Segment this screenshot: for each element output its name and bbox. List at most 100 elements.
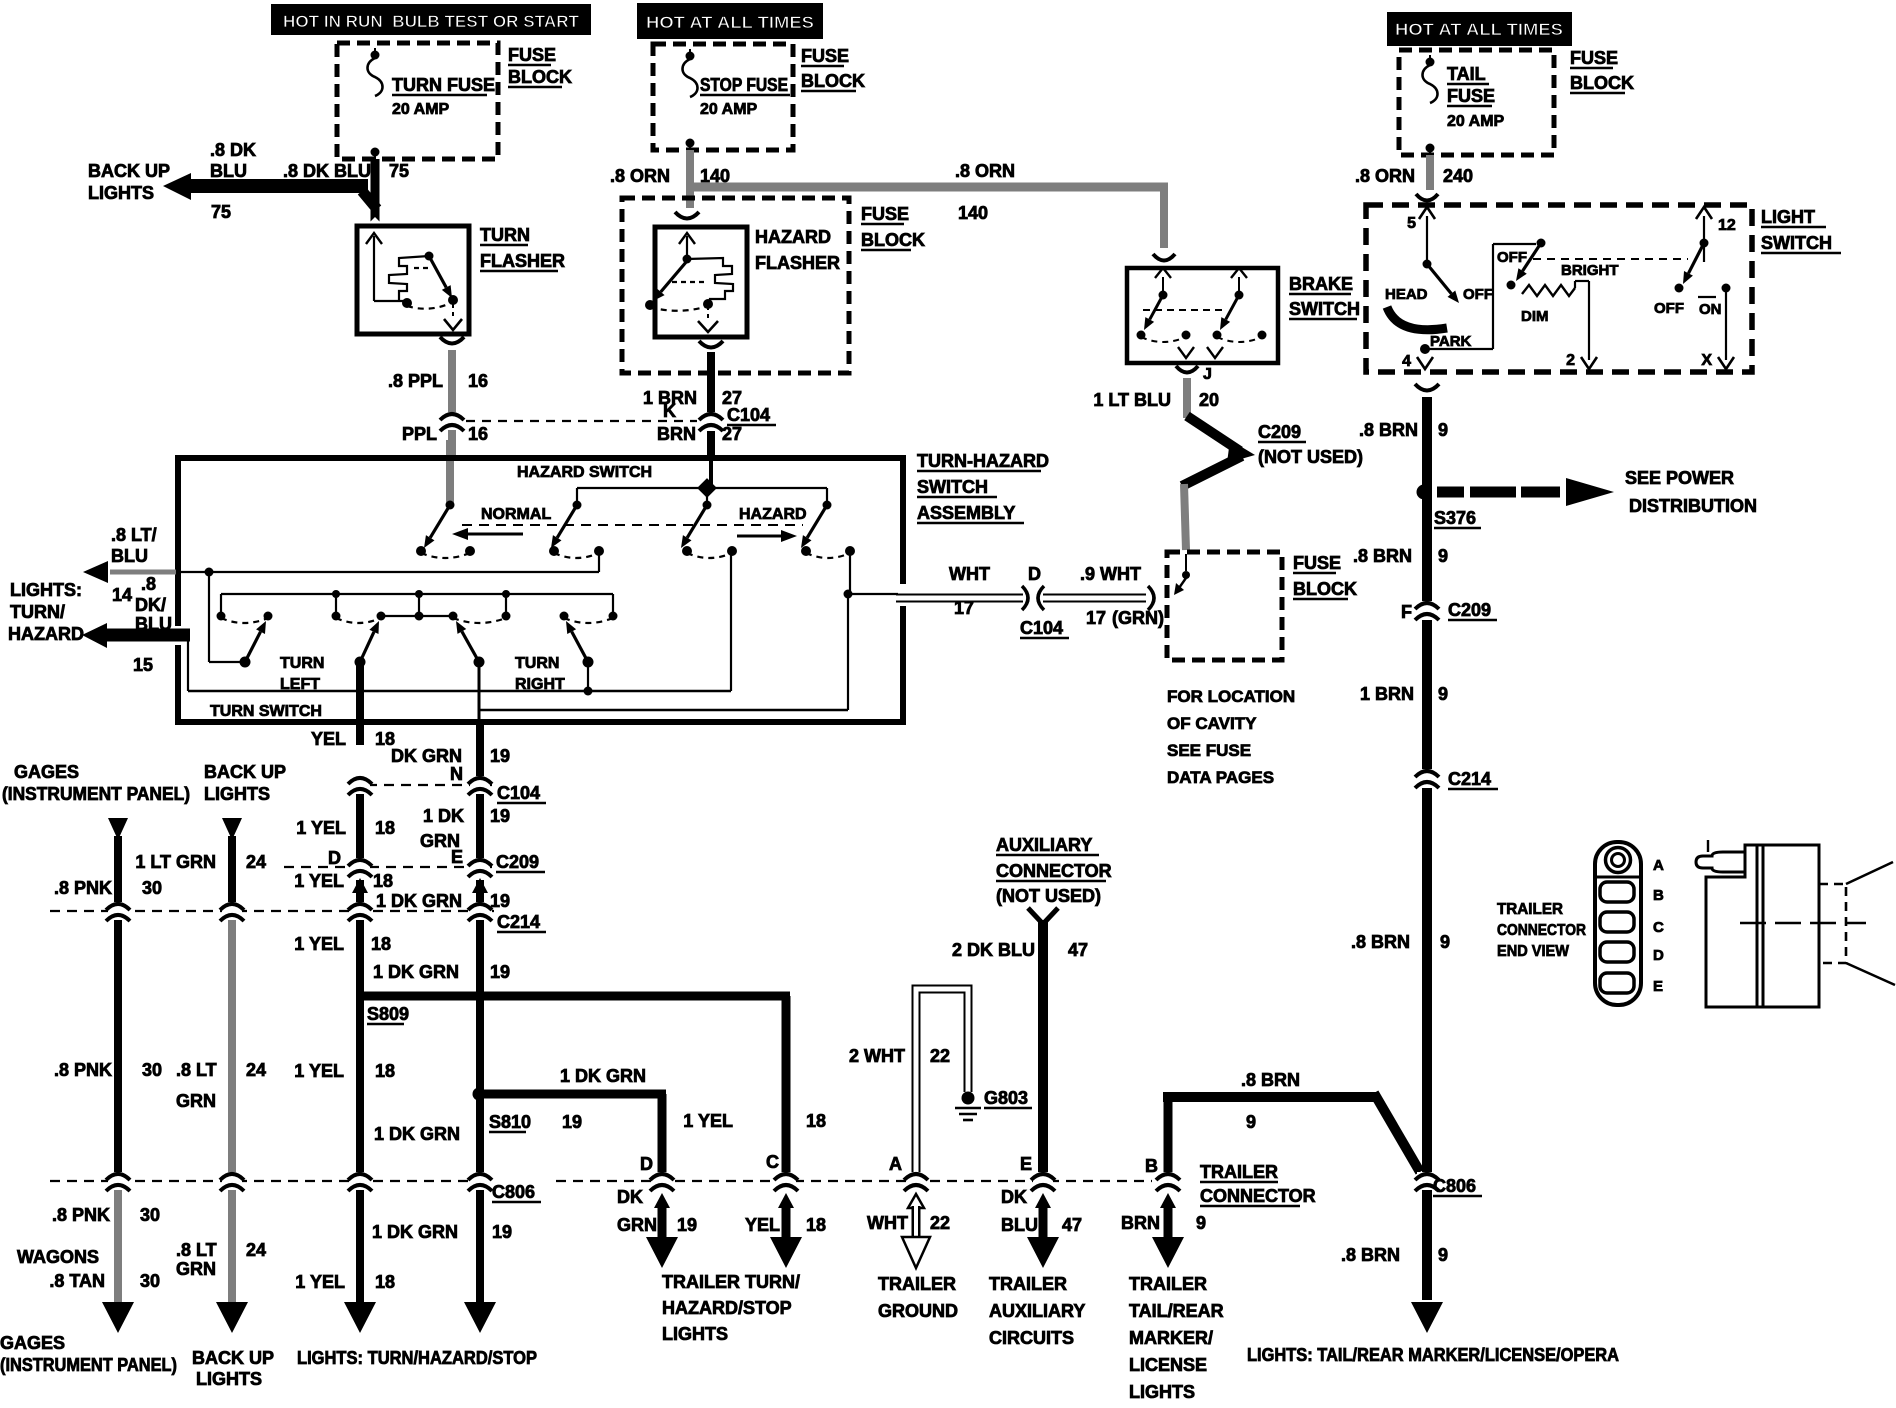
- svg-text:DK GRN: DK GRN: [391, 746, 462, 766]
- svg-text:.9 WHT: .9 WHT: [1080, 564, 1141, 584]
- svg-text:(INSTRUMENT PANEL): (INSTRUMENT PANEL): [0, 1355, 177, 1375]
- svg-text:GRN: GRN: [176, 1259, 216, 1279]
- svg-text:DK: DK: [1001, 1187, 1027, 1207]
- svg-text:CONNECTOR: CONNECTOR: [1200, 1186, 1316, 1206]
- svg-text:RIGHT: RIGHT: [515, 676, 565, 693]
- svg-text:ON: ON: [1699, 301, 1722, 318]
- svg-text:GRN: GRN: [617, 1215, 657, 1235]
- svg-text:17: 17: [954, 598, 974, 618]
- svg-text:140: 140: [700, 166, 730, 186]
- svg-text:LIGHTS: TAIL/REAR MARKER/LICEN: LIGHTS: TAIL/REAR MARKER/LICENSE/OPERA: [1247, 1345, 1619, 1365]
- svg-text:CONNECTOR: CONNECTOR: [996, 861, 1112, 881]
- svg-text:9: 9: [1246, 1112, 1256, 1132]
- svg-text:.8 BRN: .8 BRN: [1353, 546, 1412, 566]
- svg-text:.8 DK BLU: .8 DK BLU: [283, 161, 371, 181]
- svg-text:.8 ORN: .8 ORN: [610, 166, 670, 186]
- svg-text:20 AMP: 20 AMP: [1447, 113, 1505, 130]
- svg-text:.8 BRN: .8 BRN: [1341, 1245, 1400, 1265]
- svg-text:18: 18: [375, 1061, 395, 1081]
- svg-text:ASSEMBLY: ASSEMBLY: [917, 503, 1015, 523]
- svg-text:WHT: WHT: [867, 1213, 908, 1233]
- svg-text:9: 9: [1438, 1245, 1448, 1265]
- svg-text:DATA PAGES: DATA PAGES: [1167, 768, 1274, 787]
- svg-text:TURN: TURN: [280, 655, 324, 672]
- svg-text:(NOT USED): (NOT USED): [1258, 447, 1363, 467]
- svg-text:BACK UP: BACK UP: [192, 1348, 274, 1368]
- svg-text:S810: S810: [489, 1112, 531, 1132]
- svg-text:17: 17: [1086, 608, 1106, 628]
- svg-text:240: 240: [1443, 166, 1473, 186]
- svg-text:C214: C214: [497, 912, 540, 932]
- svg-text:1 DK GRN: 1 DK GRN: [372, 1222, 458, 1242]
- svg-text:GROUND: GROUND: [878, 1301, 958, 1321]
- svg-text:B: B: [1145, 1156, 1158, 1176]
- svg-text:HAZARD: HAZARD: [755, 227, 831, 247]
- svg-text:BLU: BLU: [111, 546, 148, 566]
- svg-text:TRAILER TURN/: TRAILER TURN/: [662, 1272, 800, 1292]
- svg-text:.8 PNK: .8 PNK: [54, 1060, 112, 1080]
- svg-text:C: C: [766, 1152, 779, 1172]
- svg-text:E: E: [1653, 978, 1663, 995]
- svg-text:TRAILER: TRAILER: [989, 1274, 1067, 1294]
- svg-text:19: 19: [490, 806, 510, 826]
- svg-text:1 DK GRN: 1 DK GRN: [376, 891, 462, 911]
- svg-text:BRAKE: BRAKE: [1289, 274, 1353, 294]
- svg-text:FUSE: FUSE: [1447, 86, 1495, 106]
- svg-text:1 LT GRN: 1 LT GRN: [135, 852, 216, 872]
- svg-text:.8 BRN: .8 BRN: [1351, 932, 1410, 952]
- svg-text:18: 18: [371, 934, 391, 954]
- svg-text:1 YEL: 1 YEL: [683, 1111, 733, 1131]
- svg-text:HAZARD: HAZARD: [8, 624, 84, 644]
- svg-text:LIGHTS: LIGHTS: [196, 1369, 262, 1389]
- svg-text:CONNECTOR: CONNECTOR: [1497, 922, 1586, 939]
- svg-text:19: 19: [492, 1222, 512, 1242]
- svg-text:LICENSE: LICENSE: [1129, 1355, 1207, 1375]
- svg-text:C806: C806: [492, 1182, 535, 1202]
- svg-text:19: 19: [490, 746, 510, 766]
- svg-text:1 YEL: 1 YEL: [296, 818, 346, 838]
- svg-text:LIGHTS: TURN/HAZARD/STOP: LIGHTS: TURN/HAZARD/STOP: [297, 1348, 537, 1368]
- svg-text:75: 75: [211, 202, 231, 222]
- svg-text:.8 BRN: .8 BRN: [1359, 420, 1418, 440]
- svg-text:E: E: [1020, 1154, 1032, 1174]
- svg-text:AUXILIARY: AUXILIARY: [989, 1301, 1085, 1321]
- svg-text:18: 18: [806, 1111, 826, 1131]
- svg-text:.8 LT/: .8 LT/: [111, 525, 157, 545]
- svg-text:D: D: [1028, 564, 1041, 584]
- svg-text:FUSE: FUSE: [861, 204, 909, 224]
- svg-text:S809: S809: [367, 1004, 409, 1024]
- svg-text:TRAILER: TRAILER: [1200, 1162, 1278, 1182]
- svg-text:C209: C209: [496, 852, 539, 872]
- svg-text:.8 DK: .8 DK: [210, 140, 256, 160]
- svg-text:E: E: [451, 847, 463, 867]
- svg-text:FUSE: FUSE: [508, 45, 556, 65]
- svg-text:BACK UP: BACK UP: [204, 762, 286, 782]
- svg-text:DK: DK: [617, 1187, 643, 1207]
- svg-text:.8 BRN: .8 BRN: [1241, 1070, 1300, 1090]
- svg-text:TRAILER: TRAILER: [878, 1274, 956, 1294]
- svg-text:TURN SWITCH: TURN SWITCH: [210, 703, 322, 720]
- svg-text:TRAILER: TRAILER: [1497, 901, 1563, 918]
- svg-text:DK/: DK/: [135, 595, 166, 615]
- svg-text:(NOT USED): (NOT USED): [996, 886, 1101, 906]
- svg-text:OF CAVITY: OF CAVITY: [1167, 714, 1257, 733]
- svg-text:1 YEL: 1 YEL: [294, 1061, 344, 1081]
- svg-text:18: 18: [373, 871, 393, 891]
- svg-text:HOT AT ALL TIMES: HOT AT ALL TIMES: [646, 13, 814, 32]
- svg-text:15: 15: [133, 655, 153, 675]
- svg-text:16: 16: [468, 424, 488, 444]
- svg-text:GAGES: GAGES: [14, 762, 79, 782]
- svg-text:A: A: [889, 1154, 902, 1174]
- svg-text:2 DK BLU: 2 DK BLU: [952, 940, 1035, 960]
- svg-text:27: 27: [722, 424, 742, 444]
- svg-text:14: 14: [112, 585, 132, 605]
- svg-text:19: 19: [490, 891, 510, 911]
- svg-text:.8 TAN: .8 TAN: [49, 1271, 105, 1291]
- svg-text:AUXILIARY: AUXILIARY: [996, 835, 1092, 855]
- svg-text:24: 24: [246, 852, 266, 872]
- svg-text:D: D: [1653, 947, 1664, 964]
- svg-text:19: 19: [677, 1215, 697, 1235]
- svg-text:(INSTRUMENT PANEL): (INSTRUMENT PANEL): [2, 784, 190, 804]
- svg-text:18: 18: [375, 1272, 395, 1292]
- svg-text:SWITCH: SWITCH: [917, 477, 988, 497]
